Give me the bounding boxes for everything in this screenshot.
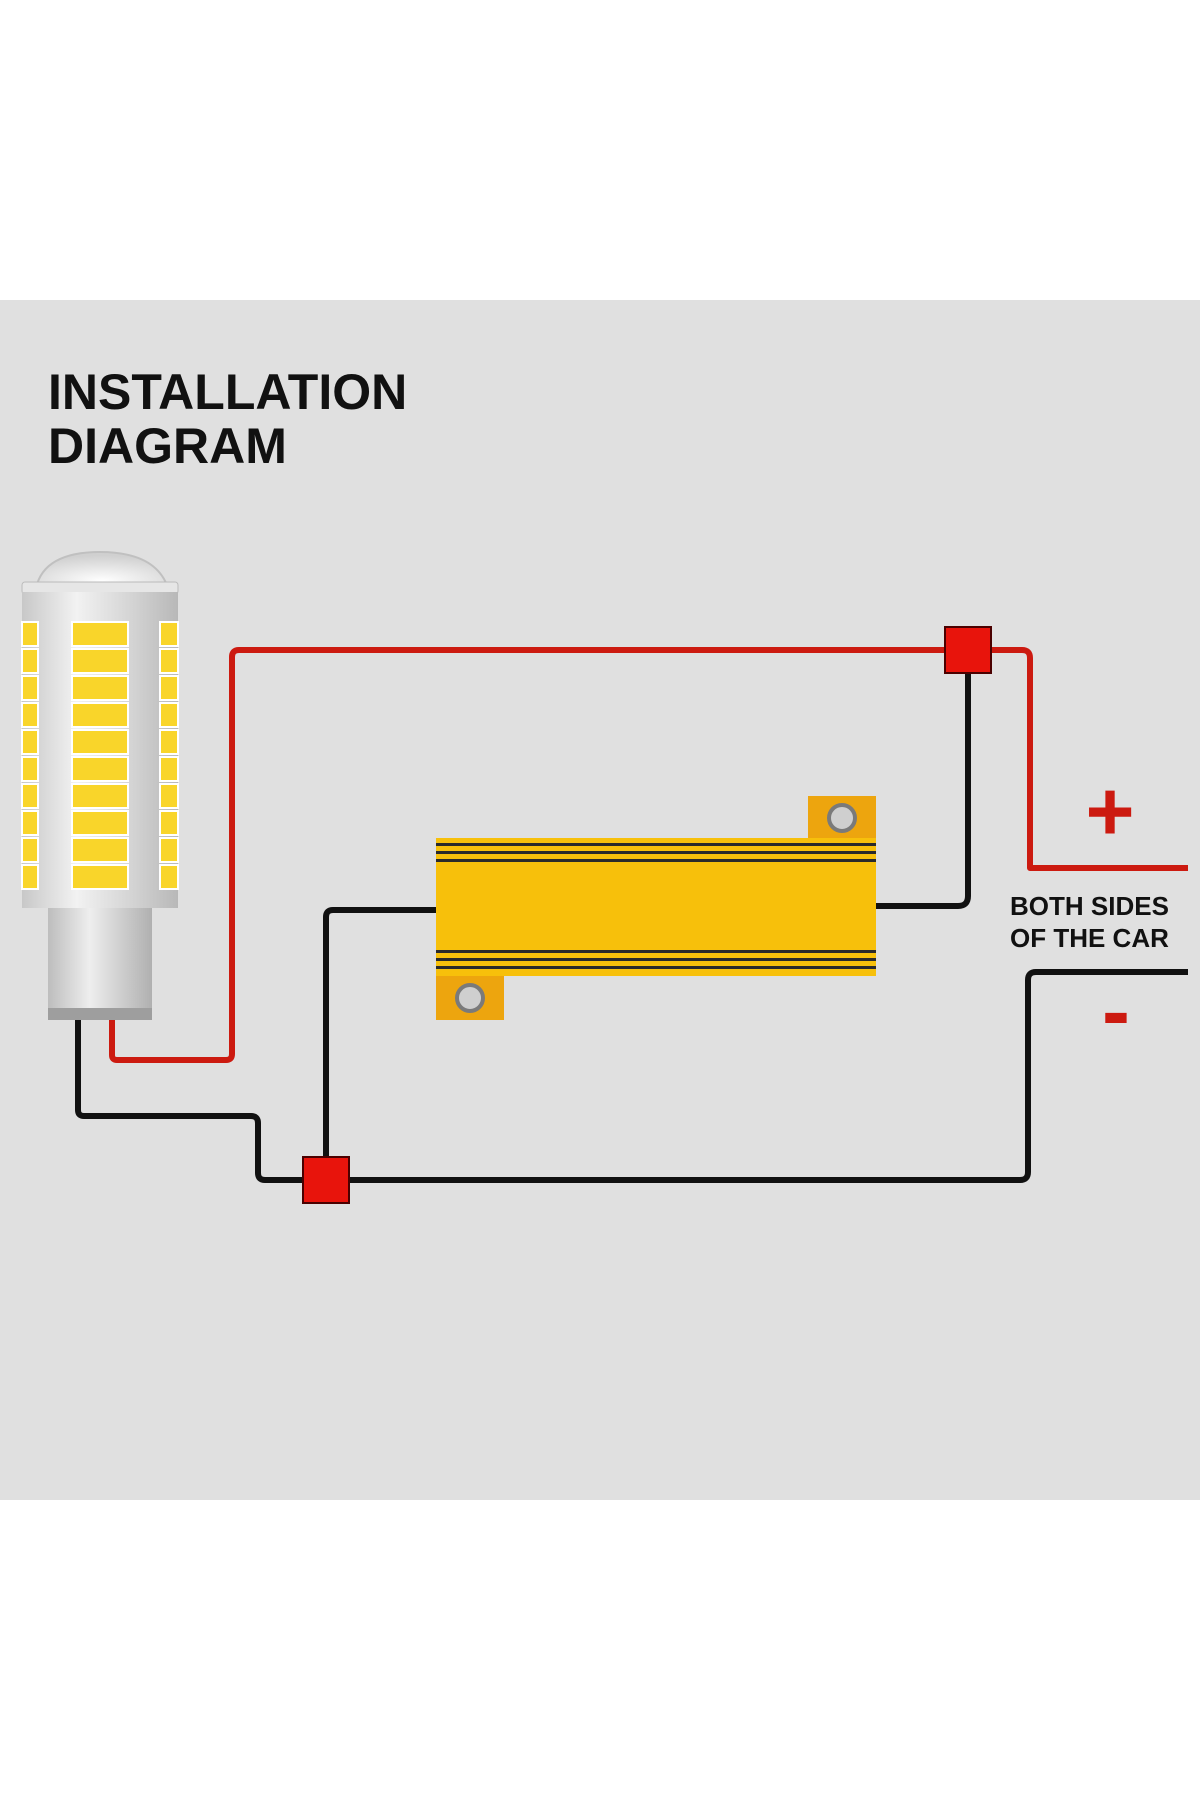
wiring-diagram: + - — [21, 550, 1188, 1204]
car-side-note-line-2: OF THE CAR — [1010, 923, 1169, 953]
resistor-fins — [436, 843, 876, 969]
bulb-dome — [34, 550, 170, 589]
negative-terminal-sign: - — [1102, 964, 1130, 1058]
page-title-line-1: INSTALLATION — [48, 364, 408, 420]
positive-terminal-sign: + — [1085, 764, 1134, 858]
load-resistor-icon — [436, 796, 876, 1020]
positive-wire-connector-to-car — [968, 647, 1188, 871]
resistor-screw-bottom — [455, 983, 485, 1013]
negative-wire-bulb-to-connector — [75, 1020, 326, 1183]
led-chips-center — [71, 621, 129, 890]
splice-connector-icon — [302, 1156, 350, 1204]
led-bulb-icon — [21, 550, 179, 1020]
bulb-base — [48, 908, 152, 1020]
led-chips-right — [159, 621, 179, 890]
led-chips-left — [21, 621, 39, 890]
resistor-screw-top — [827, 803, 857, 833]
installation-diagram-panel: + - INSTALLATION DIAGRAM BOTH SIDES OF T… — [0, 300, 1200, 1500]
negative-wire-connector-to-car — [326, 969, 1188, 1183]
resistor-lead-right — [874, 650, 971, 909]
car-side-note-line-1: BOTH SIDES — [1010, 891, 1169, 921]
positive-wire — [109, 647, 1188, 1063]
resistor-body — [436, 838, 876, 976]
bulb-base-rim — [48, 1008, 152, 1020]
positive-wire-bulb-to-connector — [109, 647, 968, 1063]
negative-wire — [75, 650, 1188, 1183]
page-title-line-2: DIAGRAM — [48, 418, 287, 474]
splice-connector-icon — [944, 626, 992, 674]
resistor-lead-left — [323, 907, 436, 1180]
